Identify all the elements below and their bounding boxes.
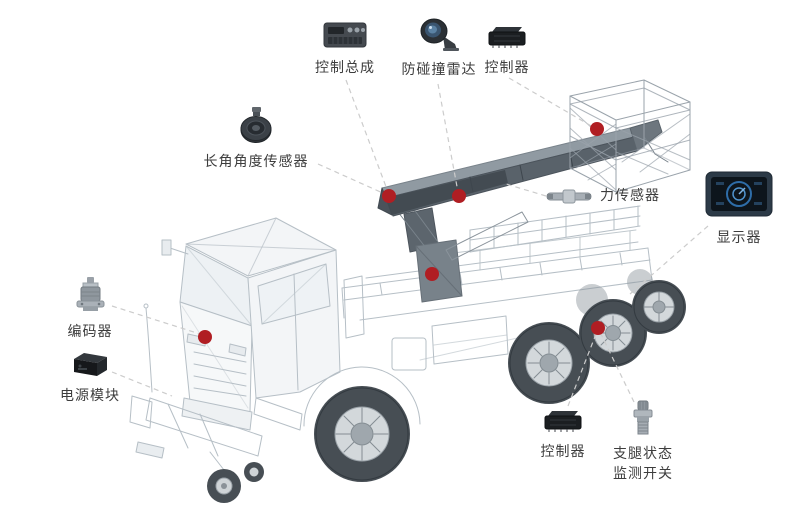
controller-icon — [488, 27, 526, 48]
label-power-module: 电源模块 — [60, 388, 120, 404]
label-boom-angle-sensor: 长角角度传感器 — [203, 154, 309, 170]
label-display: 显示器 — [716, 230, 762, 246]
callout-controller-top: 控制器 — [471, 24, 543, 78]
leader-anti-collision-radar — [437, 83, 459, 193]
truck-chassis — [129, 205, 653, 471]
angle-sensor-icon — [240, 107, 272, 143]
callout-control-assembly: 控制总成 — [303, 20, 387, 78]
callout-outrigger-status-switch: 支腿状态 监测开关 — [598, 400, 688, 485]
leader-force-sensor — [505, 183, 547, 197]
position-markers — [198, 122, 605, 344]
truck-wireframe — [129, 79, 691, 503]
label-force-sensor: 力传感器 — [600, 188, 660, 204]
leader-controller-top — [508, 77, 594, 128]
label-encoder: 编码器 — [67, 324, 113, 340]
leader-encoder — [111, 305, 201, 335]
marker-turret — [425, 267, 439, 281]
label-controller-bottom: 控制器 — [540, 444, 586, 460]
callout-power-module: 电源模块 — [50, 350, 130, 406]
leader-boom-angle-sensor — [317, 163, 386, 195]
callout-boom-angle-sensor: 长角角度传感器 — [194, 106, 318, 172]
callout-force-sensor: 力传感器 — [546, 186, 660, 206]
leader-lines — [111, 77, 709, 407]
outrigger-switch-icon — [633, 400, 653, 435]
callout-anti-collision-radar: 防碰撞雷达 — [395, 16, 483, 80]
callout-display: 显示器 — [700, 170, 778, 248]
marker-cab — [198, 330, 212, 344]
label-controller-top: 控制器 — [484, 60, 530, 76]
anti-collision-radar-icon — [420, 18, 459, 51]
control-assembly-icon — [323, 22, 367, 48]
marker-boom-left — [382, 189, 396, 203]
leader-controller-bottom — [567, 333, 597, 407]
truck-cab — [143, 217, 421, 431]
truck-wheels — [207, 280, 686, 503]
platform-basket — [569, 79, 691, 193]
leader-power-module — [111, 371, 173, 397]
controller-icon — [544, 411, 582, 432]
power-module-icon — [74, 353, 107, 376]
leader-outrigger-switch — [600, 333, 635, 403]
marker-boom-middle — [452, 189, 466, 203]
force-sensor-icon — [546, 189, 592, 204]
callout-encoder: 编码器 — [50, 276, 130, 342]
leader-control-assembly — [345, 79, 389, 193]
label-outrigger-status-switch: 支腿状态 监测开关 — [613, 446, 673, 483]
label-control-assembly: 控制总成 — [315, 60, 375, 76]
callout-controller-bottom: 控制器 — [530, 408, 596, 462]
marker-rear-chassis — [591, 321, 605, 335]
marker-basket — [590, 122, 604, 136]
truck-boom — [377, 119, 669, 303]
label-anti-collision-radar: 防碰撞雷达 — [401, 62, 477, 78]
display-icon — [705, 171, 773, 217]
encoder-icon — [76, 277, 105, 311]
